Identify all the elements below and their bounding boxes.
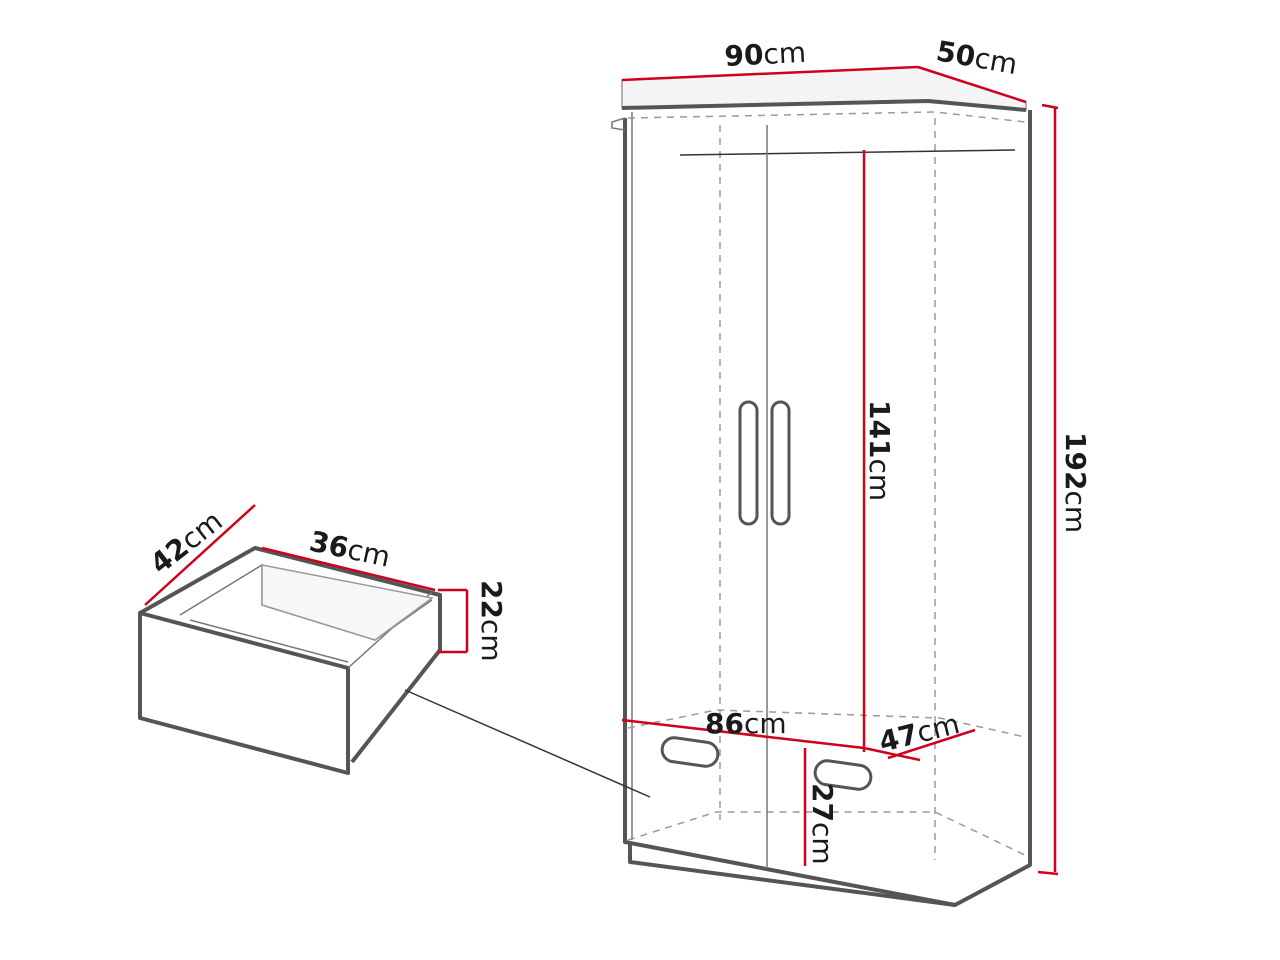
drawer-handle-left (660, 736, 720, 768)
wardrobe-plinth (628, 842, 956, 907)
wardrobe-height-label: 192cm (1059, 432, 1092, 533)
drawer-leader-line (404, 689, 651, 798)
hanging-space-label: 141cm (863, 400, 896, 501)
interior-width-line (621, 718, 921, 762)
wardrobe-dimension-lines (621, 65, 1059, 876)
depth-line (917, 65, 1027, 104)
wardrobe-width-label: 90cm (724, 36, 807, 73)
drawer-handle-right (813, 759, 873, 791)
wardrobe-drawer-height-label: 27cm (806, 783, 839, 865)
drawer-height-label: 22cm (475, 580, 508, 662)
hanging-rail (679, 149, 1016, 156)
drawer-front-panel (138, 611, 350, 775)
width-line (621, 65, 919, 82)
drawer-width-line (261, 546, 436, 592)
interior-depth-line (887, 728, 976, 760)
drawer-depth-line (144, 504, 256, 606)
drawer (138, 546, 442, 775)
interior-depth-label: 47cm (876, 707, 963, 759)
right-door-handle (770, 400, 791, 526)
interior-width-label: 86cm (705, 707, 787, 740)
wardrobe-depth-label: 50cm (934, 34, 1020, 81)
left-door-handle (738, 400, 759, 526)
drawer-dimension-lines (144, 504, 469, 654)
drawer-box (139, 546, 442, 764)
wardrobe (611, 66, 1032, 907)
